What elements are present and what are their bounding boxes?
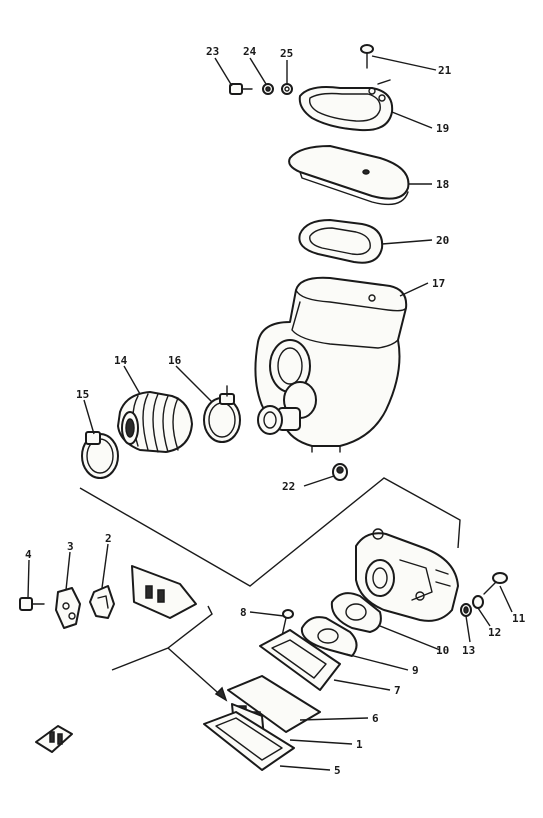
assembly-outline [79, 477, 461, 587]
part-16-hose-clamp [203, 385, 241, 443]
part-20-gasket [298, 219, 384, 264]
callout-9: 9 [412, 664, 419, 677]
callout-10: 10 [436, 644, 449, 657]
part-10-carburetor-flange [330, 592, 382, 633]
callout-14: 14 [114, 354, 128, 367]
part-17-air-box [254, 276, 408, 453]
part-18-cover-plate [288, 145, 410, 206]
callout-15: 15 [76, 388, 89, 401]
assembly-arrow [167, 647, 227, 701]
callout-6: 6 [372, 712, 379, 725]
callout-21: 21 [438, 64, 452, 77]
callout-labels: 23 24 25 21 19 18 20 17 14 16 15 22 4 3 … [25, 45, 526, 777]
callout-2: 2 [105, 532, 112, 545]
part-1-gasket [203, 711, 295, 771]
part-11-bolt [483, 572, 508, 595]
callout-22: 22 [282, 480, 295, 493]
part-21-screw [360, 44, 374, 69]
callout-11: 11 [512, 612, 526, 625]
part-19-gasket [298, 79, 394, 132]
callout-3: 3 [67, 540, 74, 553]
callout-8: 8 [240, 606, 247, 619]
part-23-bolt [229, 83, 253, 95]
part-5-small-reed [35, 725, 73, 753]
callout-5: 5 [334, 764, 341, 777]
part-14-intake-boot [117, 391, 193, 453]
part-12-washer [472, 595, 484, 609]
callout-12: 12 [488, 626, 501, 639]
part-9-spacer [300, 616, 358, 657]
arrow-head [214, 686, 228, 702]
part-8-screw [281, 609, 294, 637]
callout-24: 24 [243, 45, 257, 58]
part-2-clip [89, 585, 115, 619]
callout-18: 18 [436, 178, 449, 191]
assembly-outline-2 [111, 605, 213, 671]
part-15-hose-clamp [81, 431, 119, 479]
callout-13: 13 [462, 644, 475, 657]
part-10-carburetor-body [355, 528, 459, 622]
leader-lines [27, 55, 513, 771]
part-22-grommet [332, 463, 348, 481]
part-7-gasket [259, 629, 341, 691]
callout-1: 1 [356, 738, 363, 751]
part-3-clip [55, 587, 81, 629]
part-24-washer [262, 83, 274, 95]
callout-4: 4 [25, 548, 32, 561]
part-13-washer [460, 603, 472, 617]
callout-23: 23 [206, 45, 219, 58]
reed-block-upper [131, 565, 197, 619]
callout-7: 7 [394, 684, 401, 697]
callout-16: 16 [168, 354, 182, 367]
part-25-washer [281, 83, 293, 95]
callout-17: 17 [432, 277, 445, 290]
part-4-bolt [19, 597, 45, 611]
callout-25: 25 [280, 47, 293, 60]
callout-20: 20 [436, 234, 449, 247]
callout-19: 19 [436, 122, 449, 135]
